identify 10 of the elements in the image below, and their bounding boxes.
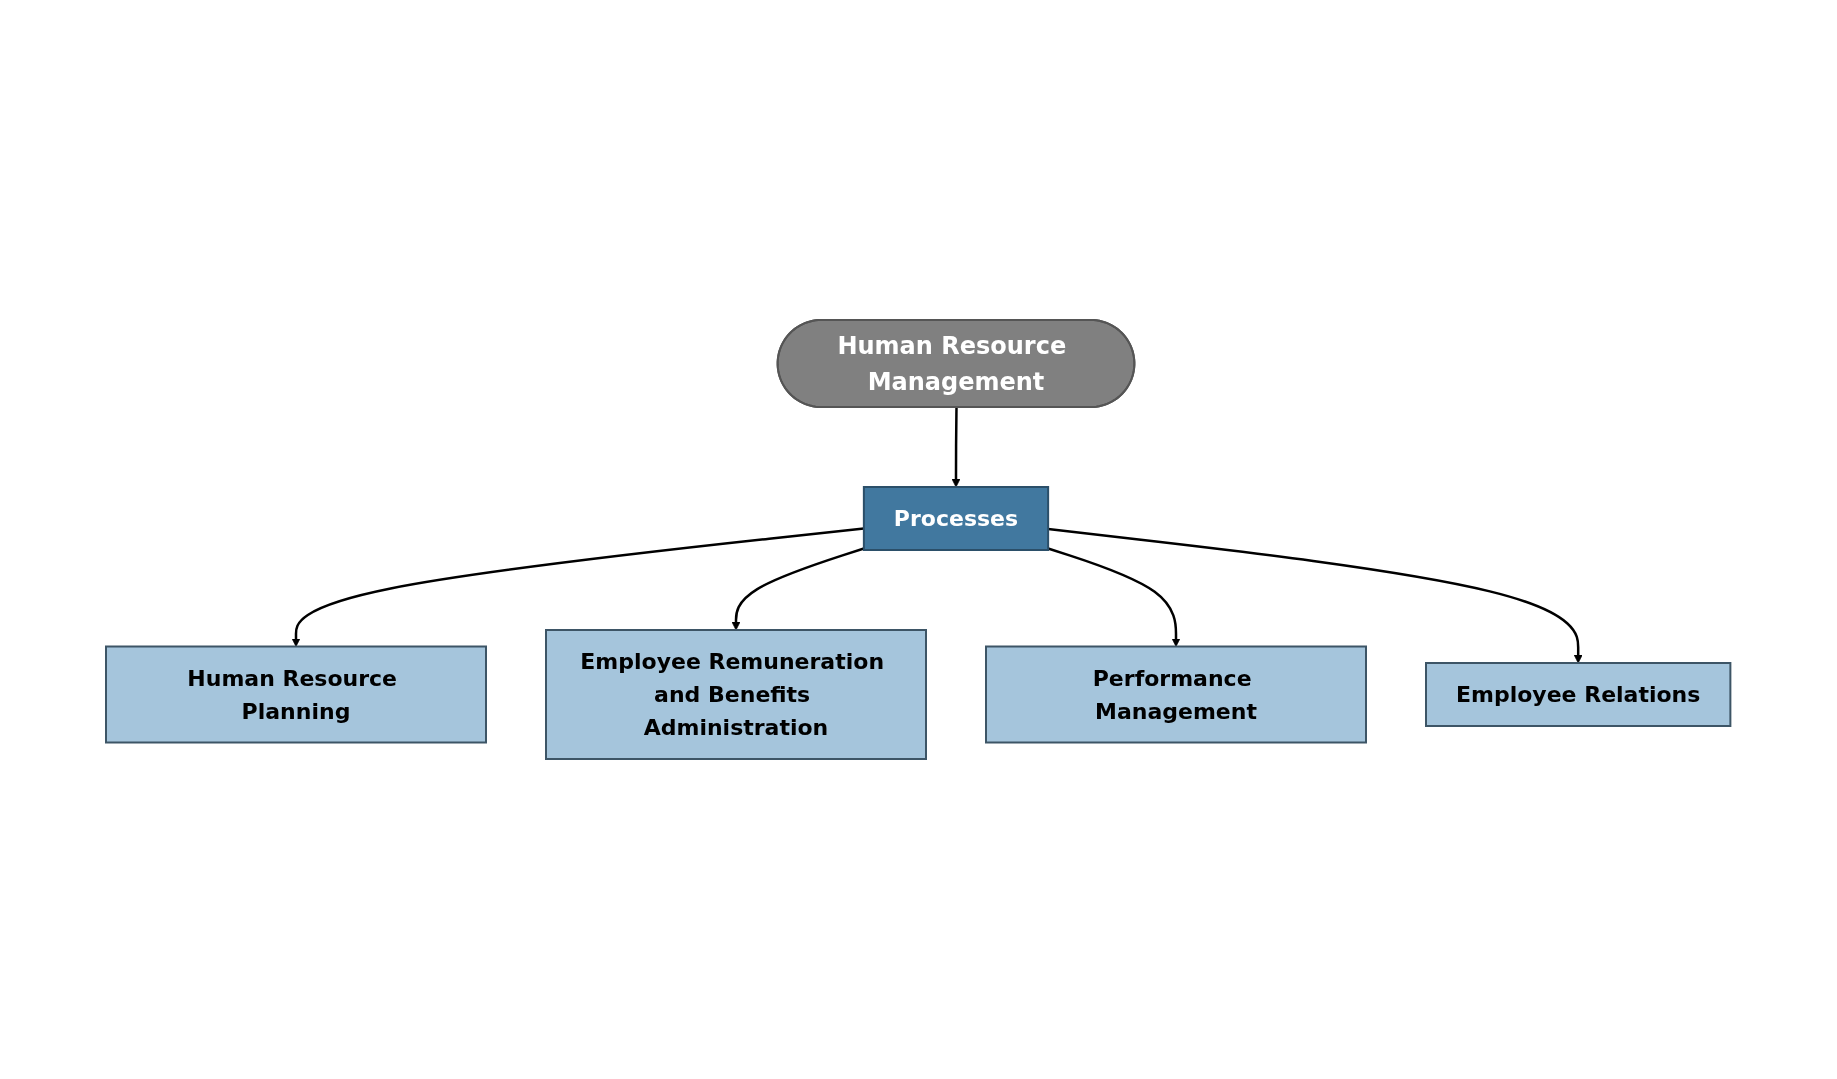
arrow xyxy=(1048,527,1583,664)
node-box: Employee Remuneration and Benefits Administration xyxy=(545,629,928,760)
arrow xyxy=(951,407,961,488)
node-box: Processes xyxy=(863,486,1050,551)
arrow xyxy=(1048,547,1181,647)
arrow xyxy=(291,527,865,647)
arrow xyxy=(731,547,865,631)
node-box: Employee Relations xyxy=(1425,662,1732,727)
node-box: Human Resource Planning xyxy=(105,645,488,744)
node-box: Performance Management xyxy=(985,645,1368,744)
